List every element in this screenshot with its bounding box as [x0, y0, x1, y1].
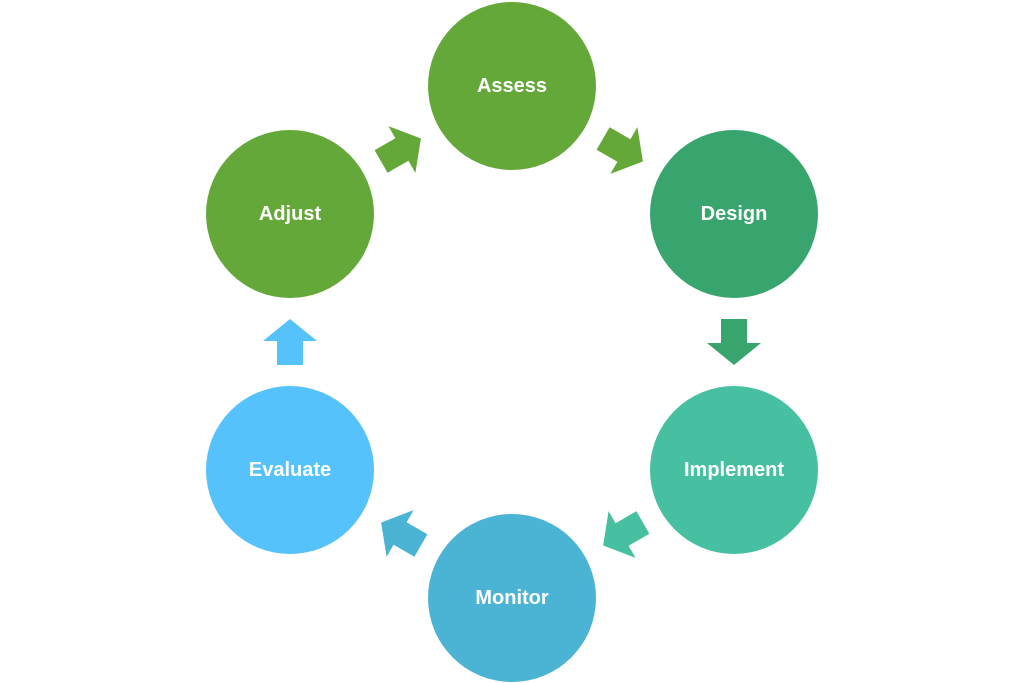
- arrow-adjust-to-assess: [374, 126, 421, 173]
- node-evaluate: Evaluate: [206, 386, 374, 554]
- node-design: Design: [650, 130, 818, 298]
- nodes-layer: Assess Design Implement Monitor Evaluate…: [206, 2, 818, 682]
- node-monitor: Monitor: [428, 514, 596, 682]
- arrow-assess-to-design: [596, 127, 643, 174]
- arrow-monitor-to-evaluate: [381, 510, 428, 557]
- node-design-label: Design: [701, 203, 768, 225]
- node-adjust-label: Adjust: [259, 203, 322, 225]
- node-assess-label: Assess: [477, 75, 547, 97]
- arrows-layer: [263, 126, 761, 558]
- node-evaluate-label: Evaluate: [249, 459, 331, 481]
- node-evaluate-circle: [206, 386, 374, 554]
- node-adjust-circle: [206, 130, 374, 298]
- node-assess-circle: [428, 2, 596, 170]
- node-design-circle: [650, 130, 818, 298]
- node-adjust: Adjust: [206, 130, 374, 298]
- node-assess: Assess: [428, 2, 596, 170]
- arrow-design-to-implement: [707, 319, 761, 365]
- node-implement-circle: [650, 386, 818, 554]
- node-implement-label: Implement: [684, 459, 784, 481]
- arrow-evaluate-to-adjust: [263, 319, 317, 365]
- node-implement: Implement: [650, 386, 818, 554]
- arrow-implement-to-monitor: [603, 511, 650, 558]
- node-monitor-label: Monitor: [475, 587, 549, 609]
- node-monitor-circle: [428, 514, 596, 682]
